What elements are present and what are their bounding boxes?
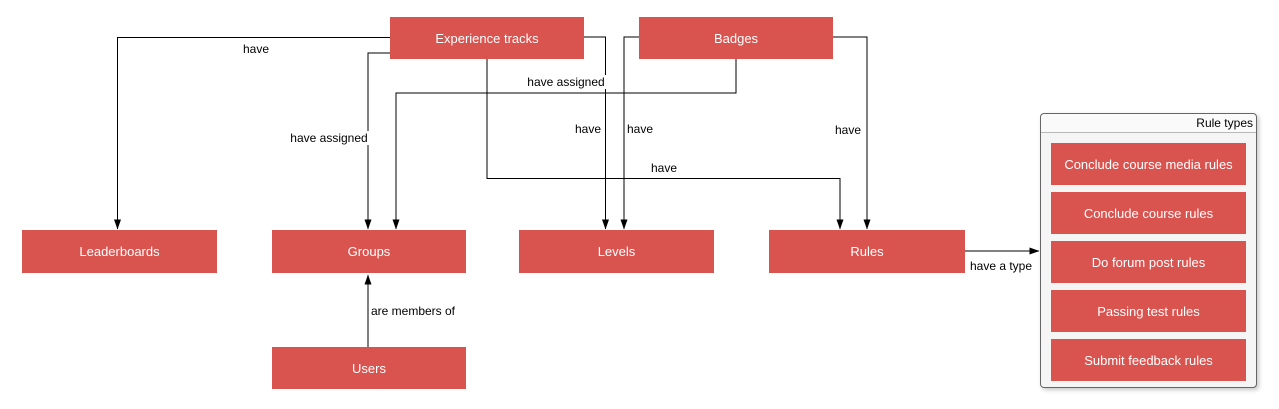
node-leaderboards-label: Leaderboards — [79, 244, 160, 259]
rule-type-passing-test[interactable]: Passing test rules — [1051, 290, 1246, 332]
node-levels[interactable]: Levels — [519, 230, 714, 273]
edge-experience-tracks-to-groups[interactable] — [364, 52, 390, 230]
edge-badges-to-levels[interactable] — [620, 36, 639, 230]
node-groups[interactable]: Groups — [272, 230, 466, 273]
edge-label-exp-leaderboards: have — [240, 42, 272, 56]
edge-label-exp-rules: have — [648, 161, 680, 175]
node-rules-label: Rules — [850, 244, 884, 259]
node-users[interactable]: Users — [272, 347, 466, 389]
edge-label-users-groups: are members of — [368, 304, 458, 318]
node-groups-label: Groups — [347, 244, 391, 259]
node-badges-label: Badges — [713, 30, 759, 46]
rule-type-do-forum-post[interactable]: Do forum post rules — [1051, 241, 1246, 283]
rule-types-panel-title: Rule types — [1041, 114, 1256, 133]
node-rules[interactable]: Rules — [769, 230, 965, 273]
edge-label-rules-ruletypes: have a type — [967, 259, 1035, 273]
edge-experience-tracks-to-leaderboards[interactable] — [114, 37, 391, 230]
node-experience-tracks[interactable]: Experience tracks — [390, 17, 584, 59]
node-experience-tracks-label: Experience tracks — [435, 30, 539, 46]
edge-label-badges-groups: have assigned — [525, 75, 607, 89]
edge-badges-to-groups[interactable] — [392, 59, 737, 230]
node-leaderboards[interactable]: Leaderboards — [22, 230, 217, 273]
edge-label-badges-rules: have — [832, 123, 864, 137]
edge-label-exp-groups: have assigned — [288, 131, 370, 145]
rule-type-submit-feedback[interactable]: Submit feedback rules — [1051, 339, 1246, 381]
rule-type-conclude-course[interactable]: Conclude course rules — [1051, 192, 1246, 234]
edge-label-exp-levels: have — [572, 122, 604, 136]
node-levels-label: Levels — [597, 244, 636, 259]
rule-types-panel[interactable]: Rule types Conclude course media rules C… — [1040, 113, 1257, 388]
edge-experience-tracks-to-levels[interactable] — [584, 36, 609, 230]
edge-experience-tracks-to-rules[interactable] — [486, 59, 844, 230]
edge-badges-to-rules[interactable] — [833, 36, 871, 230]
edge-label-badges-levels: have — [624, 122, 656, 136]
node-users-label: Users — [352, 360, 386, 376]
node-badges[interactable]: Badges — [639, 17, 833, 59]
rule-types-panel-body: Conclude course media rules Conclude cou… — [1041, 133, 1256, 389]
rule-type-conclude-course-media[interactable]: Conclude course media rules — [1051, 143, 1246, 185]
